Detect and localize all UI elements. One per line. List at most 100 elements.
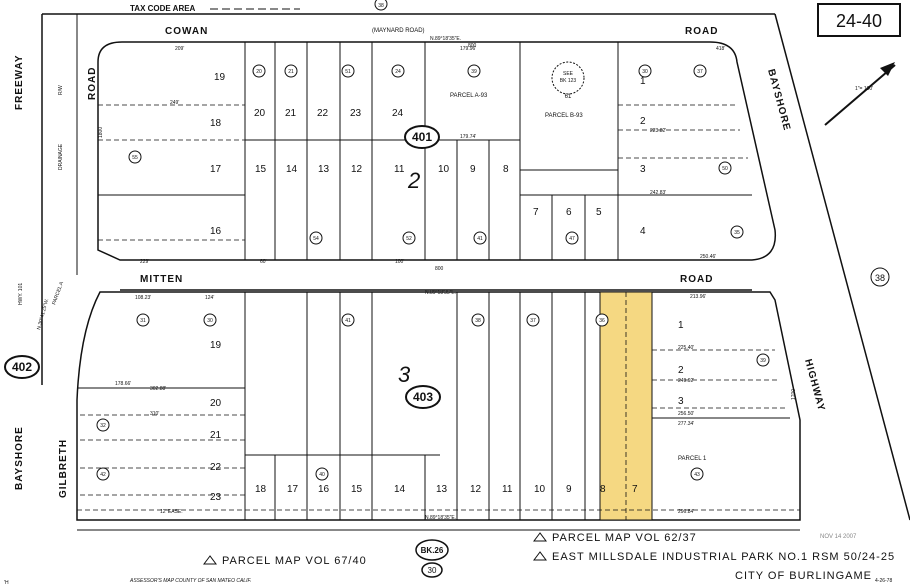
mitten-road-label: MITTEN xyxy=(140,274,183,285)
top-circle xyxy=(374,0,388,11)
svg-text:52: 52 xyxy=(406,236,412,242)
lot-18-upper: 18 xyxy=(210,118,222,129)
lot-7-upper: 7 xyxy=(533,207,539,218)
lot-19-upper: 19 xyxy=(214,72,226,83)
lot-22-upper: 22 xyxy=(317,108,329,119)
svg-text:43: 43 xyxy=(694,472,700,478)
svg-text:209': 209' xyxy=(175,46,184,52)
cowan-road-label: COWAN xyxy=(165,26,208,37)
svg-text:22: 22 xyxy=(210,462,222,473)
drainage-label: DRAINAGE xyxy=(58,143,64,170)
svg-text:14: 14 xyxy=(394,484,406,495)
svg-text:225.40': 225.40' xyxy=(678,345,694,351)
svg-text:296.84': 296.84' xyxy=(678,509,694,515)
hwy-label: HWY. 101 xyxy=(18,283,24,305)
see-bk-123[interactable]: SEE BK 123 61 xyxy=(551,61,585,100)
big-number-3: 3 xyxy=(398,362,411,387)
svg-text:179.96': 179.96' xyxy=(460,46,476,52)
cowan-road-suffix: ROAD xyxy=(685,26,718,37)
footer: PARCEL MAP VOL 67/40 PARCEL MAP VOL 62/3… xyxy=(4,532,895,586)
lower-block-outline xyxy=(76,291,801,521)
top-total: 800 xyxy=(468,43,477,49)
freeway-label: FREEWAY xyxy=(14,54,25,110)
lower-dashed-lines xyxy=(77,292,800,520)
svg-text:21: 21 xyxy=(288,69,294,75)
see-page-label: 61 xyxy=(565,94,572,100)
svg-text:39: 39 xyxy=(471,69,477,75)
svg-text:31: 31 xyxy=(140,318,146,324)
map-number: 24-40 xyxy=(836,11,882,31)
svg-text:16: 16 xyxy=(318,484,330,495)
svg-text:23: 23 xyxy=(210,492,222,503)
maynard-road-label: (MAYNARD ROAD) xyxy=(372,28,425,34)
svg-text:55: 55 xyxy=(132,155,138,161)
svg-text:108.23': 108.23' xyxy=(135,295,151,301)
block-403[interactable]: 403 xyxy=(405,385,441,409)
svg-text:37: 37 xyxy=(697,69,703,75)
svg-text:124': 124' xyxy=(205,295,214,301)
lot-3-upper: 3 xyxy=(640,164,646,175)
lot-21-upper: 21 xyxy=(285,108,297,119)
lot-16-upper: 16 xyxy=(210,226,222,237)
stamp-label: NOV 14 2007 xyxy=(820,534,857,540)
svg-text:2: 2 xyxy=(678,365,684,376)
bk26-page-label: 30 xyxy=(428,566,437,575)
svg-text:12: 12 xyxy=(470,484,482,495)
corner-label: 'H xyxy=(4,580,9,586)
bk26-label: BK.26 xyxy=(421,546,444,555)
assessor-label: ASSESSOR'S MAP COUNTY OF SAN MATEO CALIF… xyxy=(129,578,251,584)
lot-14-upper: 14 xyxy=(286,164,298,175)
gilbreth-label: GILBRETH xyxy=(58,439,69,498)
svg-text:13: 13 xyxy=(436,484,448,495)
svg-text:30: 30 xyxy=(642,69,648,75)
svg-text:50: 50 xyxy=(722,166,728,172)
east-millsdale-label: EAST MILLSDALE INDUSTRIAL PARK NO.1 RSM … xyxy=(552,551,895,563)
bk123-label: BK 123 xyxy=(560,78,577,84)
lower-circles xyxy=(96,313,770,481)
svg-text:178.66': 178.66' xyxy=(115,381,131,387)
svg-text:302.88': 302.88' xyxy=(150,386,166,392)
lot-5-upper: 5 xyxy=(596,207,602,218)
svg-text:100': 100' xyxy=(395,259,404,265)
parcel-a-label: PARCEL A xyxy=(51,281,65,306)
svg-text:40: 40 xyxy=(319,472,325,478)
circle-38 xyxy=(870,267,890,287)
see-label: SEE xyxy=(563,71,574,77)
upper-block-outline xyxy=(97,41,777,261)
block-403-label: 403 xyxy=(413,390,433,404)
book-26-reference[interactable]: BK.26 30 xyxy=(415,539,449,578)
top-circle-label: 38 xyxy=(378,3,384,9)
block-402[interactable]: 402 xyxy=(4,355,40,379)
block-401[interactable]: 401 xyxy=(404,125,440,149)
top-bearing: N.89°18'35"E. xyxy=(430,36,461,42)
north-arrow: 1"= 100' xyxy=(824,62,896,126)
lot-17-upper: 17 xyxy=(210,164,222,175)
upper-lot-lines xyxy=(98,42,752,260)
lot-24-upper: 24 xyxy=(392,108,404,119)
svg-text:42: 42 xyxy=(100,472,106,478)
parcel-1-label: PARCEL 1 xyxy=(678,456,707,462)
left-bearing: N.30°41'25"W. xyxy=(36,298,50,331)
svg-text:1800: 1800 xyxy=(98,127,104,138)
parcel-map-62-37: PARCEL MAP VOL 62/37 xyxy=(552,532,697,544)
parcel-a93-label: PARCEL A-93 xyxy=(450,93,488,99)
svg-text:47: 47 xyxy=(569,236,575,242)
svg-text:8: 8 xyxy=(600,484,606,495)
svg-text:19: 19 xyxy=(210,340,222,351)
svg-text:20: 20 xyxy=(256,69,262,75)
date-label: 4-26-78 xyxy=(875,578,892,584)
lot-20-upper: 20 xyxy=(254,108,266,119)
mid-total: 800 xyxy=(435,266,444,272)
svg-text:11: 11 xyxy=(502,484,513,495)
svg-text:1700: 1700 xyxy=(791,389,797,400)
city-label: CITY OF BURLINGAME xyxy=(735,570,872,582)
svg-text:418': 418' xyxy=(716,46,725,52)
lot-12-upper: 12 xyxy=(351,164,363,175)
lot-11-upper: 11 xyxy=(394,164,405,175)
block-401-label: 401 xyxy=(412,130,432,144)
svg-text:310': 310' xyxy=(150,411,159,417)
svg-text:51: 51 xyxy=(345,69,351,75)
svg-text:41: 41 xyxy=(345,318,351,324)
